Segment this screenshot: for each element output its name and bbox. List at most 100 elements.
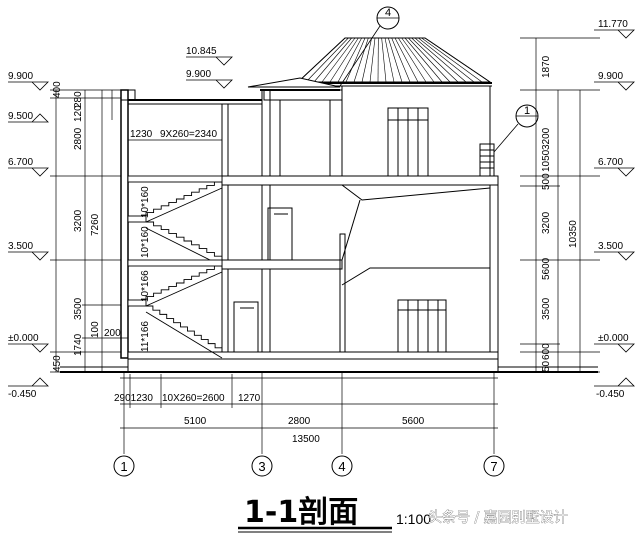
roof-hatch-line bbox=[394, 37, 419, 83]
left-dimension-lines bbox=[50, 89, 128, 373]
rdim-1870: 1870 bbox=[541, 55, 552, 78]
rdim-50: 50 bbox=[541, 360, 552, 372]
dormer bbox=[247, 77, 343, 179]
elev-right-6700: 6.700 bbox=[598, 157, 623, 168]
elev-right-9900: 9.900 bbox=[598, 71, 623, 82]
left-elevation-labels: 9.900 9.500 6.700 3.500 ±0.000 -0.450 bbox=[8, 71, 39, 400]
stair-dim-2340: 9X260=2340 bbox=[160, 129, 217, 140]
axis-4-label: 4 bbox=[338, 459, 345, 474]
dim-1740: 1740 bbox=[73, 333, 84, 356]
rdim-600: 600 bbox=[541, 343, 552, 360]
stair-soffit bbox=[145, 187, 223, 223]
bdim-13500: 13500 bbox=[292, 434, 320, 445]
roof-hatch-line bbox=[398, 37, 427, 83]
roof-hatch-line bbox=[424, 37, 491, 83]
rdim-5600: 5600 bbox=[541, 257, 552, 280]
elev-left-9500: 9.500 bbox=[8, 111, 33, 122]
roof-hatch-line bbox=[337, 37, 362, 83]
stair-flight bbox=[145, 265, 222, 300]
stair-dim-10x160-b: 10*160 bbox=[140, 226, 151, 258]
stair-soffit bbox=[145, 311, 223, 359]
left-elevation-marks bbox=[8, 81, 49, 387]
roof-hatch-line bbox=[411, 37, 459, 83]
stair-flight bbox=[146, 221, 223, 260]
rdim-3500: 3500 bbox=[541, 297, 552, 320]
rdim-10350: 10350 bbox=[568, 220, 579, 248]
dim-7260: 7260 bbox=[90, 213, 101, 236]
rdim-3200-b: 3200 bbox=[541, 211, 552, 234]
stair-soffit bbox=[145, 271, 223, 307]
roof-hatch-line bbox=[418, 37, 475, 83]
section-mark-4-label: 4 bbox=[385, 7, 391, 19]
roof-hatch-line bbox=[345, 37, 366, 83]
elev-left-3500: 3.500 bbox=[8, 241, 33, 252]
dim-3500: 3500 bbox=[73, 297, 84, 320]
stair-dimension-labels: 1230 9X260=2340 10*160 10*160 10*166 11*… bbox=[128, 129, 222, 352]
bdim-2800: 2800 bbox=[288, 416, 311, 427]
roof-hatch-line bbox=[408, 37, 451, 83]
section-mark-1-label: 1 bbox=[524, 105, 530, 117]
stairs bbox=[127, 175, 223, 359]
elev-right-minus0450: -0.450 bbox=[596, 389, 625, 400]
bdim-5600: 5600 bbox=[402, 416, 425, 427]
roof-hatch-line bbox=[421, 37, 483, 83]
section-mark-1: 1 bbox=[493, 104, 539, 153]
axis-3: 3 bbox=[251, 455, 273, 477]
roof-hatch-line bbox=[361, 37, 372, 83]
bdim-5100: 5100 bbox=[184, 416, 207, 427]
dim-400: 400 bbox=[52, 81, 63, 98]
elev-roof-10845: 10.845 bbox=[186, 46, 217, 57]
roof-hatch-line bbox=[388, 37, 403, 83]
axis-1: 1 bbox=[113, 455, 135, 477]
roof bbox=[296, 37, 492, 87]
right-elevation-labels: 11.770 9.900 6.700 3.500 ±0.000 -0.450 bbox=[596, 19, 629, 400]
dim-3200: 3200 bbox=[73, 209, 84, 232]
elev-left-minus0450: -0.450 bbox=[8, 389, 37, 400]
axis-3-label: 3 bbox=[258, 459, 265, 474]
axis-7: 7 bbox=[483, 455, 505, 477]
roof-hatch-line bbox=[297, 37, 346, 83]
right-dimension-lines bbox=[520, 37, 600, 373]
dim-100: 100 bbox=[90, 321, 101, 338]
elev-right-0000: ±0.000 bbox=[598, 333, 629, 344]
dim-120: 120 bbox=[73, 105, 84, 122]
drawing-scale: 1:100 bbox=[396, 511, 431, 527]
watermark-text: 头条号 / 嘉园别墅设计 bbox=[428, 509, 568, 526]
elev-roof-9900: 9.900 bbox=[186, 69, 211, 80]
axis-1-label: 1 bbox=[120, 459, 127, 474]
dim-450: 450 bbox=[52, 355, 63, 372]
roof-hatch-line bbox=[321, 37, 356, 83]
bottom-dimension-lines bbox=[120, 372, 498, 454]
stair-dim-10x160-a: 10*160 bbox=[140, 186, 151, 218]
roof-hatch-line bbox=[305, 37, 349, 83]
roof-elevation-marks bbox=[186, 56, 233, 89]
stair-dim-11x166: 11*166 bbox=[140, 321, 151, 352]
bdim-1270: 1270 bbox=[238, 393, 261, 404]
roof-hatch-line bbox=[329, 37, 359, 83]
stair-flight bbox=[145, 181, 222, 216]
elev-right-11770: 11.770 bbox=[598, 19, 628, 30]
elev-left-0000: ±0.000 bbox=[8, 333, 39, 344]
rdim-1050: 1050 bbox=[541, 149, 552, 172]
roof-hatch-line bbox=[381, 37, 387, 83]
left-dimension-labels: 400 280 120 2800 3200 3500 1740 100 200 … bbox=[52, 81, 121, 372]
bottom-dimension-labels: 2901230 10X260=2600 1270 5100 2800 5600 … bbox=[114, 393, 425, 445]
stair-dim-1230: 1230 bbox=[130, 129, 153, 140]
right-elevation-marks bbox=[594, 29, 635, 387]
rdim-500: 500 bbox=[541, 173, 552, 190]
rdim-3200-a: 3200 bbox=[541, 127, 552, 150]
roof-hatch-line bbox=[404, 37, 443, 83]
section-mark-4: 4 bbox=[339, 6, 400, 87]
roof-hatch-line bbox=[369, 37, 376, 83]
bdim-2600: 10X260=2600 bbox=[162, 393, 225, 404]
roof-hatch-line bbox=[353, 37, 369, 83]
axis-7-label: 7 bbox=[490, 459, 497, 474]
drawing-title: 1-1剖面 bbox=[244, 495, 358, 530]
roof-hatch-line bbox=[414, 37, 467, 83]
elev-left-6700: 6.700 bbox=[8, 157, 33, 168]
structure bbox=[60, 85, 598, 373]
elev-left-9900: 9.900 bbox=[8, 71, 33, 82]
roof-hatch-line bbox=[401, 37, 435, 83]
dim-280: 280 bbox=[73, 91, 84, 108]
